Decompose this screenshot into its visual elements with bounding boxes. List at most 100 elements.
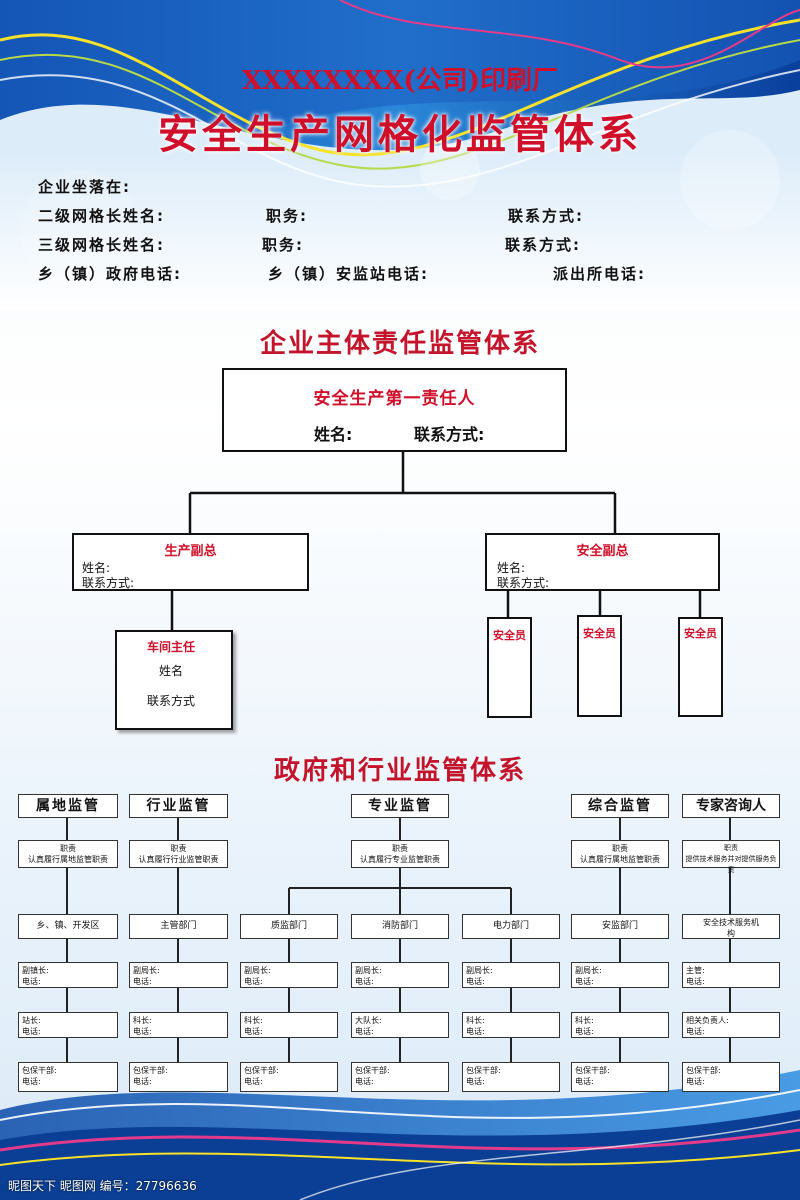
role-title: 科长: <box>575 1016 594 1025</box>
safety-vp-box: 安全副总 姓名: 联系方式: <box>485 533 720 591</box>
production-vp-contact: 联系方式: <box>82 576 135 590</box>
production-vp-box: 生产副总 姓名: 联系方式: <box>72 533 309 591</box>
safety-vp-name: 姓名: <box>497 561 526 575</box>
government-section-title: 政府和行业监管体系 <box>273 756 526 786</box>
role-phone: 电话: <box>686 977 705 986</box>
role-title: 包保干部: <box>244 1066 279 1075</box>
workshop-director-title: 车间主任 <box>147 640 196 654</box>
gov-role-box: 大队长: 电话: <box>351 1012 449 1038</box>
level2-contact-label: 联系方式: <box>508 207 584 225</box>
gov-role-box: 副局长:电话: <box>129 962 228 988</box>
town-phone-label: 乡（镇）政府电话: <box>38 265 182 283</box>
role-title: 包保干部: <box>575 1066 610 1075</box>
role-title: 科长: <box>133 1016 152 1025</box>
gov-role-box: 科长: 电话: <box>129 1012 228 1038</box>
role-phone: 电话: <box>466 1077 485 1086</box>
first-responsible-contact: 联系方式: <box>414 425 485 444</box>
page-title: 安全生产网格化监管体系 <box>158 111 642 158</box>
role-phone: 电话: <box>133 977 152 986</box>
role-title: 大队长: <box>355 1016 382 1025</box>
role-phone: 电话: <box>686 1077 705 1086</box>
safety-officer-box: 安全员 <box>577 615 622 717</box>
gov-role-box: 科长:电话: <box>240 1012 338 1038</box>
role-title: 包保干部: <box>22 1066 57 1075</box>
workshop-director-contact: 联系方式 <box>147 694 196 708</box>
gov-role-box: 副镇长: 电话: <box>18 962 118 988</box>
gov-role-box: 包保干部: 电话: <box>351 1062 449 1092</box>
role-title: 包保干部: <box>686 1066 721 1075</box>
role-phone: 电话: <box>22 977 41 986</box>
gov-role-box: 科长:电话: <box>571 1012 669 1038</box>
role-phone: 电话: <box>355 1027 374 1036</box>
role-title: 科长: <box>466 1016 485 1025</box>
role-title: 站长: <box>22 1016 41 1025</box>
production-vp-title: 生产副总 <box>164 544 217 559</box>
gov-role-box: 副局长:电话: <box>571 962 669 988</box>
gov-role-box: 站长: 电话: <box>18 1012 118 1038</box>
workshop-director-name: 姓名 <box>159 664 184 678</box>
role-phone: 电话: <box>686 1027 705 1036</box>
station-phone-label: 乡（镇）安监站电话: <box>268 265 429 283</box>
role-phone: 电话: <box>22 1077 41 1086</box>
role-phone: 电话: <box>355 1077 374 1086</box>
safety-officer-box: 安全员 <box>487 617 532 718</box>
gov-role-box: 包保干部:电话: <box>240 1062 338 1092</box>
role-title: 副局长: <box>355 966 382 975</box>
first-responsible-box: 安全生产第一责任人 姓名: 联系方式: <box>222 368 567 452</box>
duty-text: 认真履行属地监管职责 <box>580 855 660 864</box>
role-phone: 电话: <box>133 1027 152 1036</box>
gov-duty-expert: 职责 提供技术服务并对提供服务负责 <box>682 840 780 874</box>
role-phone: 电话: <box>575 977 594 986</box>
gov-title-professional: 专业监管 <box>351 794 449 818</box>
gov-role-box: 副局长: 电话: <box>351 962 449 988</box>
gov-dept-safety: 安监部门 <box>571 914 669 939</box>
role-phone: 电话: <box>355 977 374 986</box>
level2-name-label: 二级网格长姓名: <box>38 207 165 225</box>
duty-text: 提供技术服务并对提供服务负责 <box>685 855 777 874</box>
gov-title-industry: 行业监管 <box>129 794 228 818</box>
duty-heading: 职责 <box>170 844 187 853</box>
gov-dept-expert: 安全技术服务机构 <box>682 914 780 939</box>
gov-role-box: 包保干部: 电话: <box>18 1062 118 1092</box>
gov-title-territorial: 属地监管 <box>18 794 118 818</box>
role-title: 副局长: <box>466 966 493 975</box>
gov-dept-quality: 质监部门 <box>240 914 338 939</box>
role-title: 相关负责人: <box>686 1016 729 1025</box>
role-phone: 电话: <box>22 1027 41 1036</box>
enterprise-section-title: 企业主体责任监管体系 <box>259 329 540 359</box>
gov-dept-industry: 主管部门 <box>129 914 228 939</box>
government-connectors <box>66 817 731 1062</box>
role-title: 副局长: <box>244 966 271 975</box>
level2-duty-label: 职务: <box>266 207 308 225</box>
gov-duty-industry: 职责 认真履行行业监管职责 <box>129 840 228 868</box>
watermark: 昵图天下 昵图网 编号：27796636 <box>8 1179 197 1193</box>
safety-officer-label: 安全员 <box>493 629 526 642</box>
location-label: 企业坐落在: <box>38 178 131 196</box>
gov-duty-territorial: 职责 认真履行属地监管职责 <box>18 840 118 868</box>
gov-role-box: 主管:电话: <box>682 962 780 988</box>
duty-heading: 职责 <box>724 844 738 852</box>
gov-duty-comprehensive: 职责 认真履行属地监管职责 <box>571 840 669 868</box>
duty-text: 认真履行专业监管职责 <box>360 855 440 864</box>
gov-dept-territorial: 乡、镇、开发区 <box>18 914 118 939</box>
gov-role-box: 副局长:电话: <box>462 962 560 988</box>
gov-title-comprehensive: 综合监管 <box>571 794 669 818</box>
enterprise-connectors <box>170 451 702 630</box>
safety-officer-label: 安全员 <box>684 627 717 640</box>
role-phone: 电话: <box>466 1027 485 1036</box>
role-title: 包保干部: <box>466 1066 501 1075</box>
role-title: 包保干部: <box>355 1066 390 1075</box>
duty-heading: 职责 <box>612 844 628 853</box>
gov-role-box: 科长: 电话: <box>462 1012 560 1038</box>
company-name: XXXXXXXX(公司)印刷厂 <box>242 66 558 96</box>
police-phone-label: 派出所电话: <box>553 265 646 283</box>
safety-officer-label: 安全员 <box>583 627 616 640</box>
gov-role-box: 包保干部: 电话: <box>462 1062 560 1092</box>
role-title: 副镇长: <box>22 966 49 975</box>
role-title: 包保干部: <box>133 1066 168 1075</box>
role-phone: 电话: <box>244 1027 263 1036</box>
duty-text: 认真履行属地监管职责 <box>28 855 108 864</box>
role-phone: 电话: <box>133 1077 152 1086</box>
gov-role-box: 相关负责人: 电话: <box>682 1012 780 1038</box>
